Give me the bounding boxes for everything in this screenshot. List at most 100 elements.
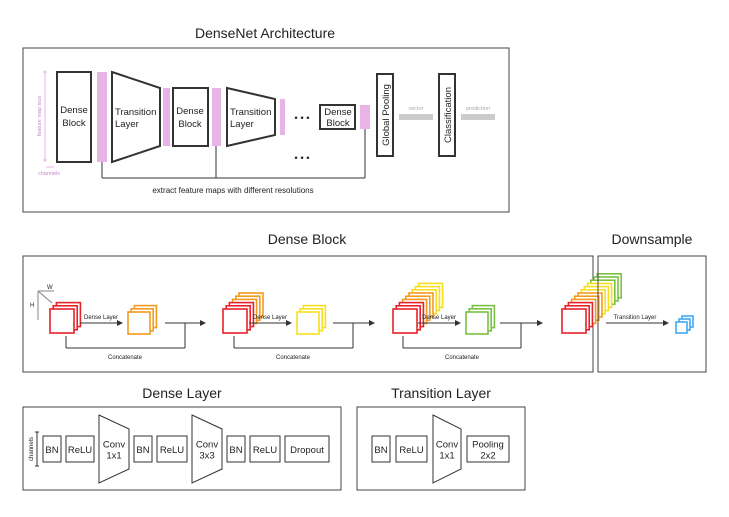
op-box: [284, 435, 330, 463]
feature-map-bar-2: [163, 88, 170, 146]
classification: [438, 73, 456, 157]
op-box: [42, 435, 62, 463]
transition-1-line2: Layer: [115, 119, 139, 130]
op-box: [466, 435, 510, 463]
op-label: ReLU: [399, 445, 423, 456]
feature-map-size-label: feature map size: [37, 96, 43, 137]
dense-block-2-line2: Block: [178, 119, 201, 130]
downsample-panel: [597, 255, 707, 373]
op-box: [226, 435, 246, 463]
dense-layer-title: Dense Layer: [142, 385, 222, 401]
op-box: [371, 435, 391, 463]
dense-block-n-line1: Dense: [324, 107, 351, 118]
feature-map: [561, 308, 587, 334]
vector-label: vector: [409, 106, 424, 112]
op-bn-0: BN: [42, 435, 62, 463]
transition-layer-2: [226, 86, 276, 148]
prediction-label: prediction: [466, 106, 490, 112]
dense-block-title: Dense Block: [268, 231, 348, 247]
concatenate-label-3: Concatenate: [445, 355, 480, 361]
feature-map: [675, 321, 688, 334]
op-label: Pooling: [472, 440, 504, 451]
feature-map: [392, 308, 418, 334]
op-bn-0: BN: [371, 435, 391, 463]
axis-h-label: H: [30, 303, 34, 309]
global-pooling-label: Global Pooling: [381, 84, 392, 146]
vector-bar: [399, 114, 433, 120]
dense-block-1-line1: Dense: [60, 105, 87, 116]
op-label: Conv: [196, 440, 218, 451]
conv-trapezoid: [98, 414, 130, 484]
classification-label: Classification: [443, 87, 454, 143]
op-label: BN: [45, 445, 58, 456]
op-box: [395, 435, 428, 463]
dense-layer-label-2: Dense Layer: [253, 315, 287, 321]
feature-map-stacks: [49, 272, 694, 335]
downsample-transition-label: Transition Layer: [614, 315, 657, 321]
op-label: 3x3: [199, 451, 214, 462]
new-maps-green: [465, 304, 496, 335]
feature-map: [296, 311, 320, 335]
op-box: [133, 435, 153, 463]
dense-block-n-line2: Block: [326, 118, 349, 129]
dense-block-2-line1: Dense: [176, 106, 203, 117]
op-relu-4: ReLU: [156, 435, 188, 463]
op-bn-6: BN: [226, 435, 246, 463]
concat-maps-2: [392, 282, 444, 334]
op-box: [65, 435, 95, 463]
op-box: [156, 435, 188, 463]
downsampled-maps: [675, 315, 694, 334]
resolution-bracket: [101, 129, 366, 179]
feature-map-bar-3: [212, 88, 221, 146]
conv-trapezoid: [432, 414, 462, 484]
feature-map-bar-1: [97, 72, 107, 162]
concatenate-label-1: Concatenate: [108, 355, 143, 361]
axis-w-label: W: [47, 285, 53, 291]
transition-layer-title: Transition Layer: [391, 385, 491, 401]
op-label: 1x1: [439, 451, 454, 462]
op-relu-7: ReLU: [249, 435, 281, 463]
transition-2-line2: Layer: [230, 119, 254, 130]
transition-layer-panel: [356, 406, 526, 491]
op-label: Conv: [436, 440, 458, 451]
dense-layer-label-1: Dense Layer: [84, 315, 118, 321]
architecture-title: DenseNet Architecture: [195, 25, 335, 41]
feature-map: [465, 311, 489, 335]
op-bn-3: BN: [133, 435, 153, 463]
dense-block-connections: [65, 320, 543, 349]
input-maps: [49, 301, 82, 334]
architecture-panel: [22, 47, 510, 213]
transition-1-line1: Transition: [115, 107, 156, 118]
dense-block-n: [319, 104, 356, 130]
feature-map: [222, 308, 248, 334]
op-label: BN: [136, 445, 149, 456]
op-label: BN: [229, 445, 242, 456]
concat-maps-1: [222, 292, 264, 334]
feature-map: [49, 308, 75, 334]
ellipsis-top: • • •: [294, 113, 309, 124]
op-relu-1: ReLU: [395, 435, 428, 463]
op-label: ReLU: [160, 445, 184, 456]
global-pooling: [376, 73, 394, 157]
op-label: ReLU: [68, 445, 92, 456]
transition-layer-1: [111, 70, 161, 164]
op-label: 1x1: [106, 451, 121, 462]
op-box: [249, 435, 281, 463]
dense-layer-channels-label: channels: [29, 437, 35, 461]
op-label: BN: [374, 445, 387, 456]
prediction-bar: [461, 114, 495, 120]
op-label: 2x2: [480, 451, 495, 462]
op-label: ReLU: [253, 445, 277, 456]
feature-map-bar-5: [360, 105, 370, 129]
op-label: Conv: [103, 440, 125, 451]
downsample-title: Downsample: [612, 231, 693, 247]
dense-layer-channels-axis: channels: [29, 431, 39, 467]
feature-map: [127, 311, 151, 335]
conv-trapezoid: [191, 414, 223, 484]
dense-block-1: [56, 71, 92, 163]
